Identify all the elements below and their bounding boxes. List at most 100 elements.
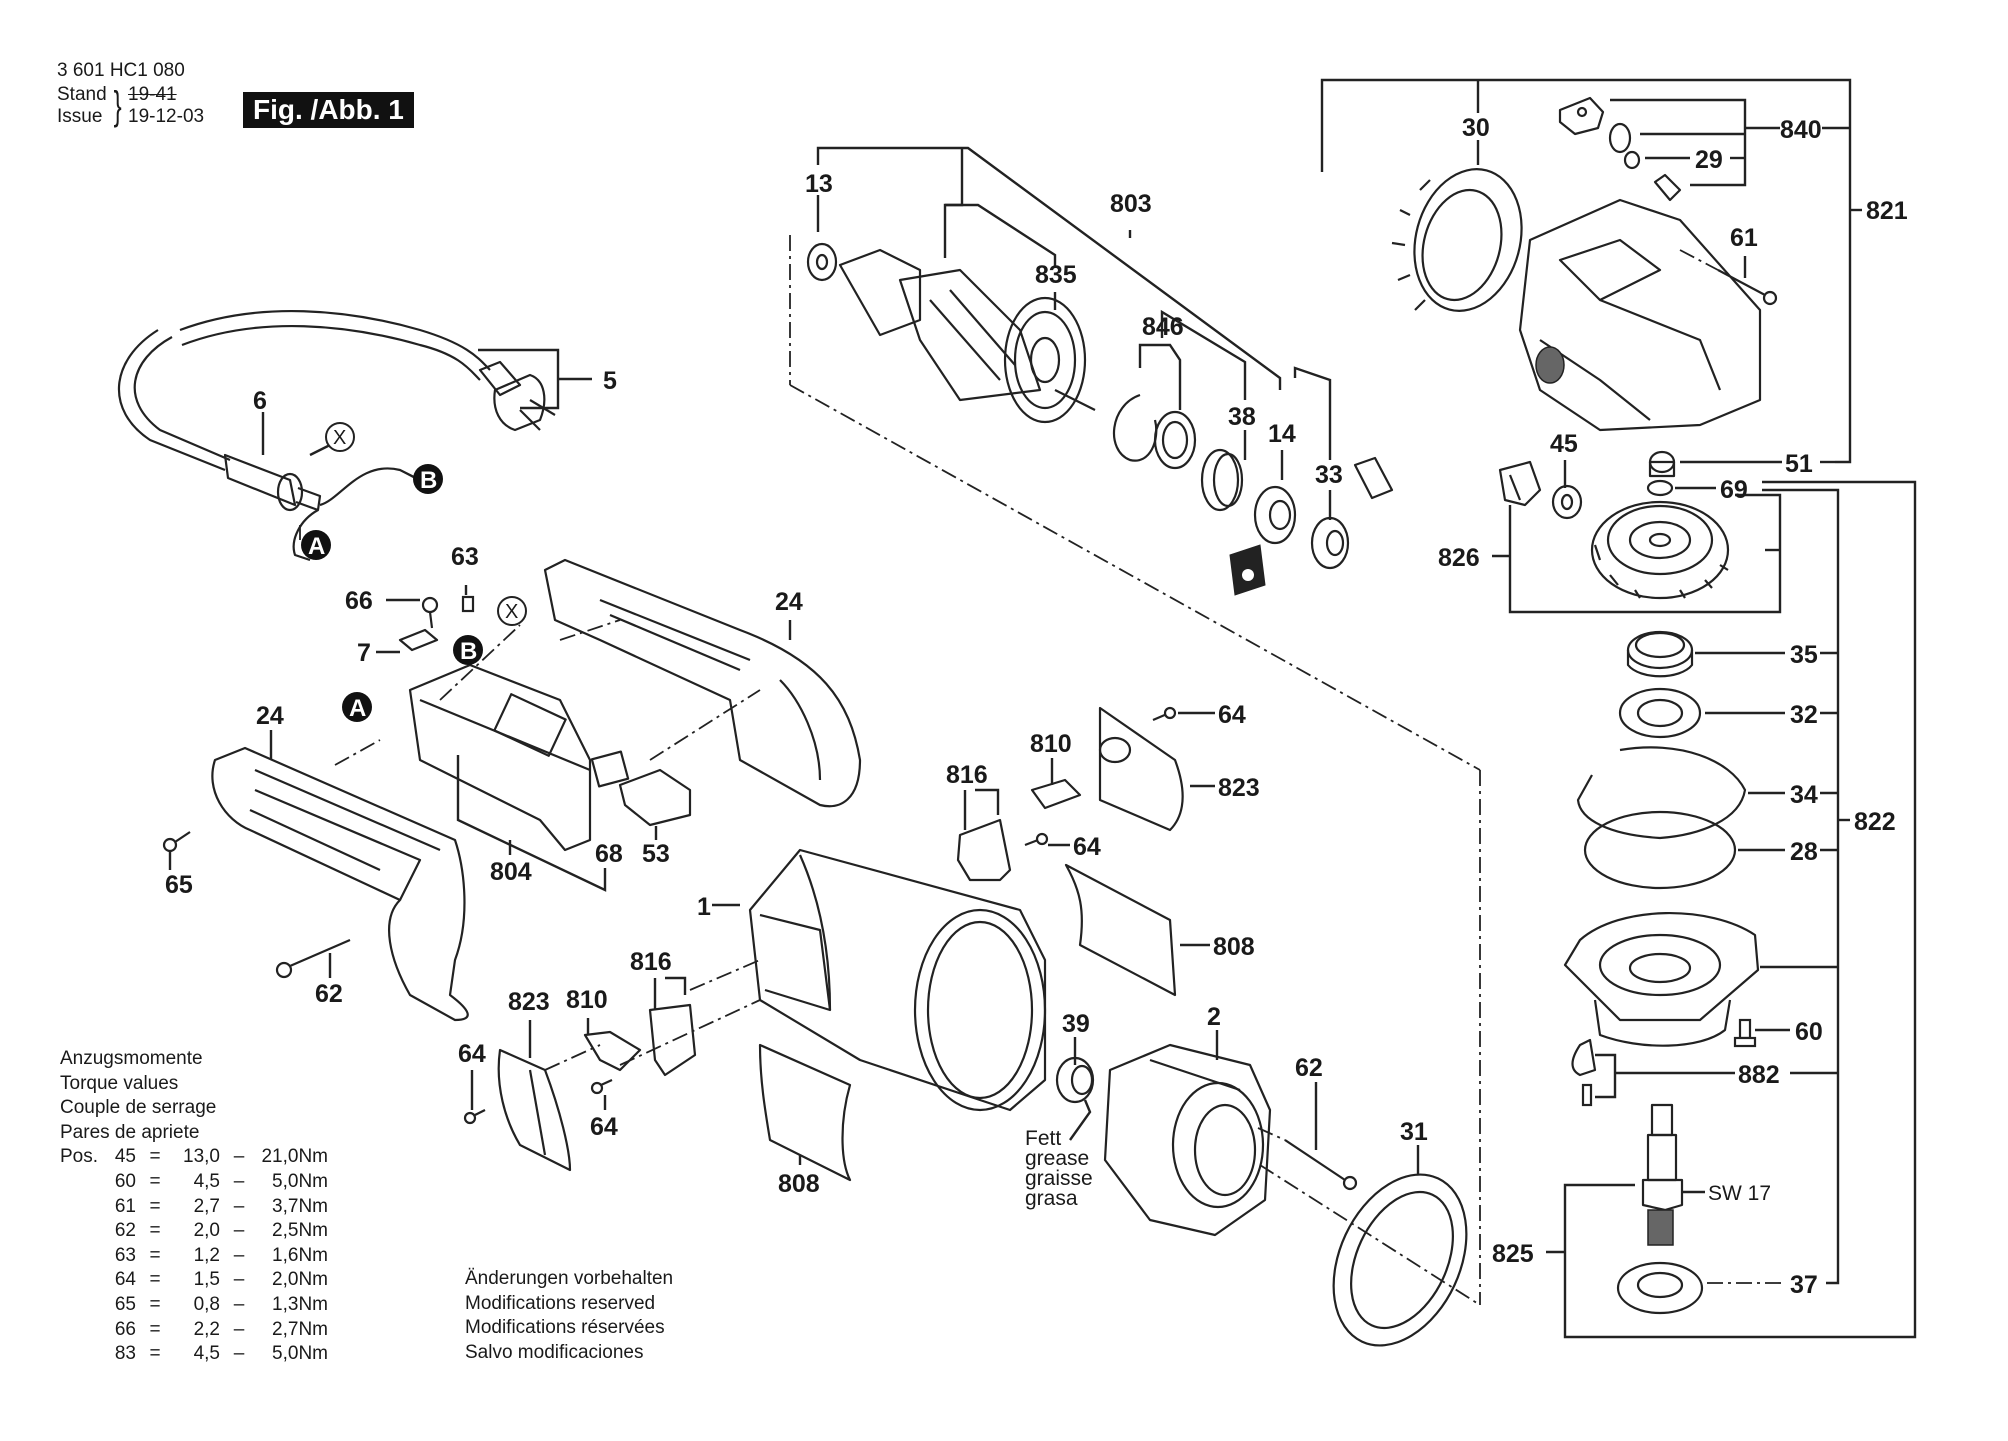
torque-position: 62 [114,1220,136,1242]
label-808-left [758,1043,852,1182]
callout-823-top: 823 [1218,774,1260,802]
nut-45 [1551,484,1583,520]
carbon-brush-810-left [583,1030,642,1072]
svg-text:graisse: graisse [1025,1167,1093,1190]
brush-holder-816-top [956,818,1012,882]
grease-note: Fett grease graisse grasa [1025,1127,1093,1210]
bearing-51 [1648,450,1676,478]
callout-64-lower: 64 [590,1113,618,1141]
bearing-37 [1616,1261,1704,1315]
callout-808-right: 808 [1213,933,1255,961]
part-number: 3 601 HC1 080 [57,60,185,81]
torque-row: 62=2,0–2,5Nm [60,1219,328,1244]
callout-65: 65 [165,871,193,899]
power-cord[interactable] [117,309,491,562]
brush-cover-823-left[interactable] [497,1048,572,1172]
callout-882: 882 [1738,1061,1780,1089]
wrench-size-label: SW 17 [1708,1182,1771,1205]
torque-title-fr: Couple de serrage [60,1097,217,1119]
marker-b-handle: B [453,635,483,665]
marker-x-cord: X [309,422,355,457]
torque-min: 0,8 [193,1293,220,1315]
callout-835: 835 [1035,261,1077,289]
callout-2: 2 [1207,1003,1221,1031]
callout-826: 826 [1438,544,1480,572]
torque-max: 2,0Nm [272,1269,328,1291]
torque-row: 65=0,8–1,3Nm [60,1293,328,1318]
torque-min: 2,7 [193,1195,220,1217]
svg-text:B: B [420,467,437,494]
torque-dash: – [233,1244,245,1266]
torque-min: 13,0 [183,1146,220,1168]
brush-cover-plate [398,628,439,652]
note-en: Modifications reserved [465,1292,656,1314]
screw-64-lower-mid [590,1078,613,1095]
screw-62-stator [1284,1139,1358,1191]
oring-28 [1583,810,1737,890]
gear-housing-821[interactable] [1518,198,1762,432]
torque-max: 5,0Nm [272,1170,328,1192]
callout-60: 60 [1795,1018,1823,1046]
callout-7: 7 [357,639,371,667]
carbon-brush-810-top [1030,778,1082,810]
armature-835[interactable] [838,248,1096,424]
strain-relief-53 [618,768,692,827]
callout-66: 66 [345,587,373,615]
torque-max: 1,6Nm [272,1244,328,1266]
torque-max: 2,7Nm [272,1318,328,1340]
field-coil-2[interactable] [1103,1043,1272,1237]
bearing-35 [1626,630,1694,678]
torque-min: 2,0 [193,1220,220,1242]
oring-29 [1623,150,1641,170]
fan-30[interactable] [1391,157,1537,323]
torque-equals: = [149,1170,161,1192]
brush-cover-823-top[interactable] [1098,706,1184,832]
svg-text:A: A [308,533,325,560]
handle-upper-half[interactable] [543,558,862,808]
pinion-826 [1498,460,1542,507]
lever-882 [1571,1038,1597,1077]
callout-63: 63 [451,543,479,571]
issue-date: 19-12-03 [128,106,205,127]
torque-equals: = [149,1146,161,1168]
callout-35: 35 [1790,641,1818,669]
torque-position: 61 [114,1195,136,1217]
callout-846: 846 [1142,313,1184,341]
svg-text:B: B [460,638,477,665]
torque-title-es: Pares de apriete [60,1121,200,1143]
screw-65 [162,831,191,853]
torque-row: 61=2,7–3,7Nm [60,1195,328,1220]
marker-x-handle: X [497,596,527,626]
switch-assembly[interactable] [408,663,592,852]
spring-ring-34 [1576,746,1747,840]
screw-62-handle [275,938,351,979]
torque-row: 66=2,2–2,7Nm [60,1318,328,1343]
bearing-flange[interactable] [1563,912,1760,1047]
torque-equals: = [149,1293,161,1315]
callout-14: 14 [1268,420,1296,448]
motor-housing-1[interactable] [748,848,1047,1112]
torque-max: 1,3Nm [272,1293,328,1315]
note-de: Änderungen vorbehalten [465,1268,674,1289]
torque-title-de: Anzugsmomente [60,1048,203,1069]
svg-text:Fett: Fett [1025,1127,1061,1150]
brush-holder-816-left [648,1003,697,1077]
crown-gear-826[interactable] [1590,500,1730,600]
torque-pos-label: Pos. [60,1146,99,1168]
bearing-33 [1310,516,1350,570]
screw-64-mid [1024,832,1049,847]
plug [478,360,556,432]
cap-840 [1558,96,1605,136]
torque-dash: – [233,1195,245,1217]
torque-table: Anzugsmomente Torque values Couple de se… [60,1047,328,1367]
torque-min: 1,2 [193,1244,220,1266]
callout-69: 69 [1720,476,1748,504]
callout-37: 37 [1790,1271,1818,1299]
callout-24-lower: 24 [256,702,284,730]
seal-ring-840 [1608,122,1632,154]
spindle-825[interactable] [1641,1103,1684,1246]
handle-lower-half[interactable] [211,746,469,1022]
filter-68 [590,750,630,788]
torque-equals: = [149,1343,161,1365]
